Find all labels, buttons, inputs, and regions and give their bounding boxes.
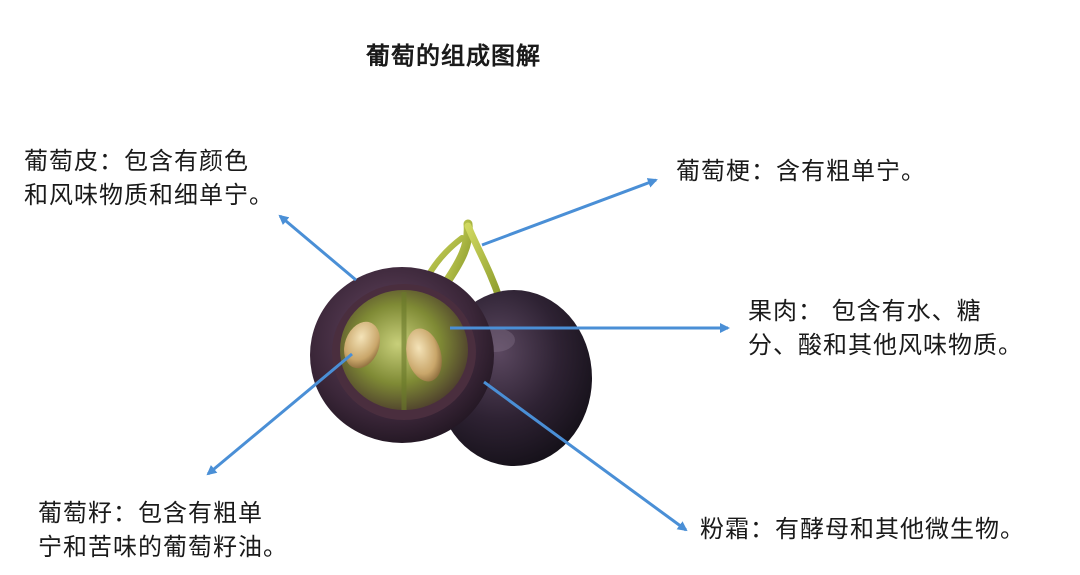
label-line: 粉霜：有酵母和其他微生物。 [700,515,1025,543]
seed-left [344,321,380,369]
pointer-arrows [206,178,730,532]
label-line: 果肉： 包含有水、糖 [748,297,982,325]
label-grape-flesh: 果肉： 包含有水、糖 分、酸和其他风味物质。 [748,294,1023,362]
arrow-skin [278,214,357,282]
seed-right [406,328,442,382]
label-grape-bloom: 粉霜：有酵母和其他微生物。 [700,512,1025,546]
label-grape-seed: 葡萄籽：包含有粗单 宁和苦味的葡萄籽油。 [38,496,288,564]
label-grape-skin: 葡萄皮：包含有颜色 和风味物质和细单宁。 [24,144,274,212]
label-grape-stem: 葡萄梗：含有粗单宁。 [676,154,926,188]
label-line: 宁和苦味的葡萄籽油。 [38,533,288,561]
label-line: 分、酸和其他风味物质。 [748,331,1023,359]
cut-grape [310,267,494,443]
label-line: 葡萄皮：包含有颜色 [24,147,249,175]
diagram-title: 葡萄的组成图解 [366,42,541,70]
arrow-seed [206,352,353,476]
arrow-stem [481,178,658,247]
label-line: 和风味物质和细单宁。 [24,181,274,209]
label-line: 葡萄籽：包含有粗单 [38,499,263,527]
arrow-bloom [483,380,688,532]
label-line: 葡萄梗：含有粗单宁。 [676,157,926,185]
